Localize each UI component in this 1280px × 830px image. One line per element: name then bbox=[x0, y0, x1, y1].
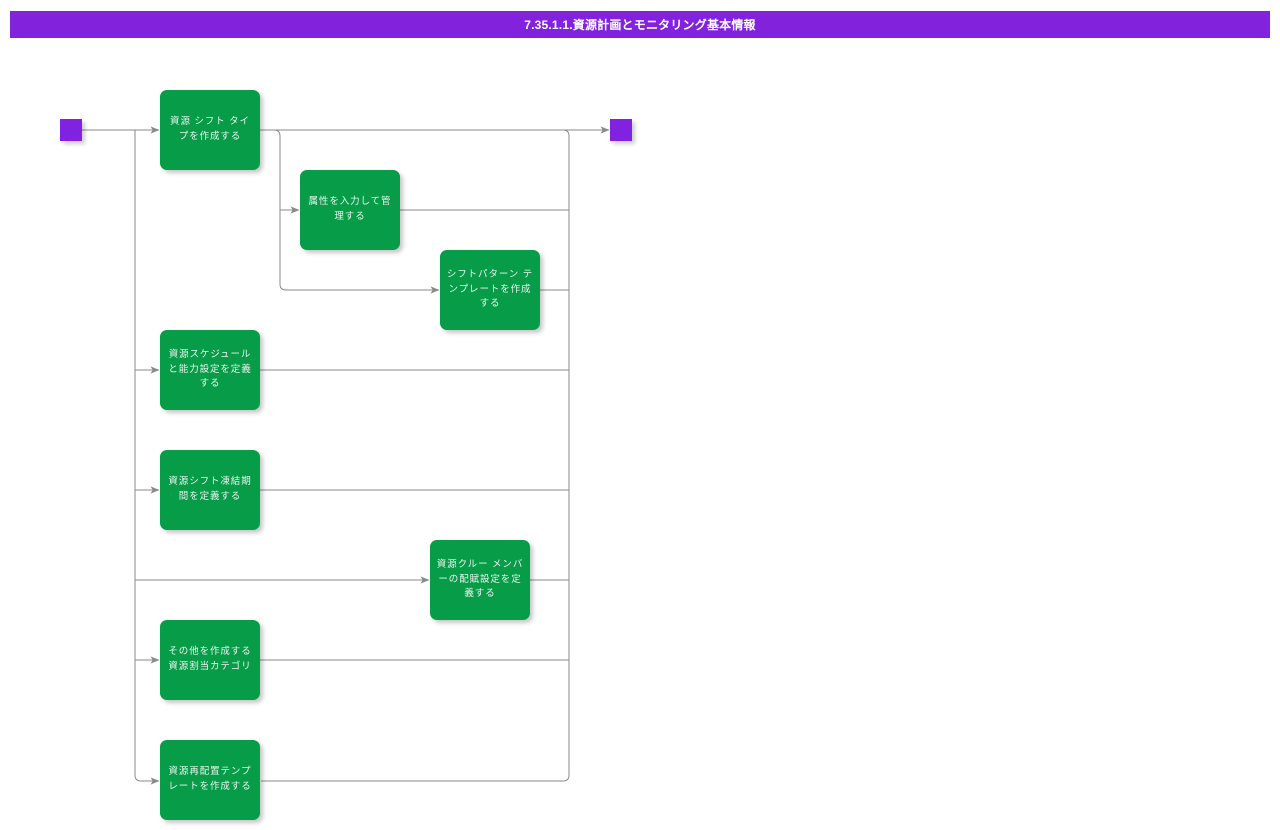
node-label: 資源シフト凍結期間を定義する bbox=[168, 476, 252, 502]
node-label: その他を作成する資源割当カテゴリ bbox=[168, 646, 252, 672]
node-resource-shift-type[interactable]: 資源 シフト タイプを作成する bbox=[160, 90, 260, 170]
node-label: 属性を入力して管理する bbox=[308, 196, 392, 222]
edge-spine-to-n8 bbox=[134, 130, 160, 785]
node-manage-attributes[interactable]: 属性を入力して管理する bbox=[300, 170, 400, 250]
node-label: 資源再配置テンプレートを作成する bbox=[168, 766, 252, 792]
node-label: 資源クルー メンバーの配賦設定を定義する bbox=[436, 558, 524, 600]
page-title-bar: 7.35.1.1.資源計画とモニタリング基本情報 bbox=[10, 11, 1270, 38]
node-resource-shift-freeze-period[interactable]: 資源シフト凍結期間を定義する bbox=[160, 450, 260, 530]
node-resource-schedule-capacity[interactable]: 資源スケジュールと能力設定を定義する bbox=[160, 330, 260, 410]
node-label: 資源スケジュールと能力設定を定義する bbox=[168, 348, 252, 390]
node-resource-crew-member-allocation[interactable]: 資源クルー メンバーの配賦設定を定義する bbox=[430, 540, 530, 620]
node-shift-pattern-template[interactable]: シフトパターン テンプレートを作成する bbox=[440, 250, 540, 330]
end-terminator[interactable] bbox=[610, 119, 632, 141]
start-terminator[interactable] bbox=[60, 119, 82, 141]
node-label: 資源 シフト タイプを作成する bbox=[170, 116, 250, 142]
node-resource-reallocation-template[interactable]: 資源再配置テンプレートを作成する bbox=[160, 740, 260, 820]
page-title: 7.35.1.1.資源計画とモニタリング基本情報 bbox=[524, 18, 756, 32]
node-other-resource-assignment-category[interactable]: その他を作成する資源割当カテゴリ bbox=[160, 620, 260, 700]
node-label: シフトパターン テンプレートを作成する bbox=[446, 268, 534, 310]
